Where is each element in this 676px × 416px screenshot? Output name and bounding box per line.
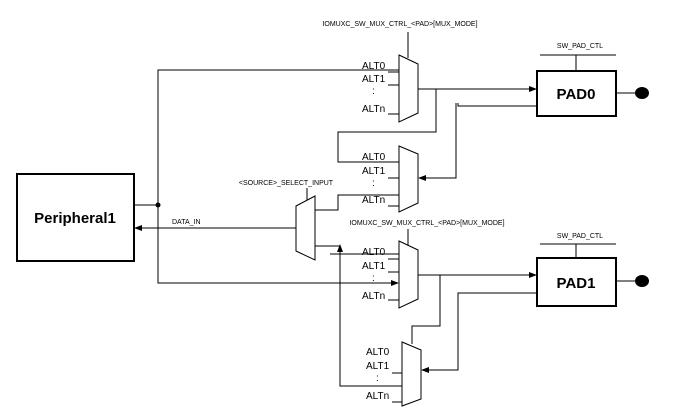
mux1-alt1: ALT1	[362, 74, 386, 85]
mux2-alt0: ALT0	[362, 152, 386, 163]
mux1-dots: :	[372, 86, 375, 97]
mux4-altn: ALTn	[366, 391, 389, 402]
pad1-label: PAD1	[557, 275, 596, 292]
mux-in-pad1	[401, 341, 422, 407]
mux-select-input	[295, 195, 316, 261]
mux3-dots: :	[372, 273, 375, 284]
mux-ctrl-label-mid: IOMUXC_SW_MUX_CTRL_<PAD>[MUX_MODE]	[349, 220, 504, 227]
mux4-alt0: ALT0	[366, 347, 390, 358]
pad0-terminal-icon	[635, 87, 649, 99]
pad0-label: PAD0	[557, 86, 596, 103]
mux2-dots: :	[372, 178, 375, 189]
mux4-dots: :	[376, 373, 379, 384]
pad0-box	[536, 70, 617, 117]
mux3-altn: ALTn	[362, 291, 385, 302]
mux2-altn: ALTn	[362, 195, 385, 206]
mux2-alt1: ALT1	[362, 166, 386, 177]
mux3-alt1: ALT1	[362, 261, 386, 272]
mux-ctrl-label-top: IOMUXC_SW_MUX_CTRL_<PAD>[MUX_MODE]	[322, 21, 477, 28]
mux-out-pad1	[398, 240, 419, 309]
mux1-altn: ALTn	[362, 104, 385, 115]
peripheral-box	[16, 173, 135, 262]
mux4-alt1: ALT1	[366, 361, 390, 372]
data-in-label: DATA_IN	[172, 219, 201, 226]
mux1-alt0: ALT0	[362, 61, 386, 72]
mux-out-pad0	[398, 54, 419, 123]
pad1-terminal-icon	[635, 275, 649, 287]
mux-in-pad0	[398, 145, 419, 213]
pad-ctl-label-0: SW_PAD_CTL	[557, 43, 603, 50]
peripheral-label: Peripheral1	[34, 210, 116, 227]
select-input-label: <SOURCE>_SELECT_INPUT	[239, 180, 334, 187]
pad-ctl-label-1: SW_PAD_CTL	[557, 233, 603, 240]
mux3-alt0: ALT0	[362, 247, 386, 258]
